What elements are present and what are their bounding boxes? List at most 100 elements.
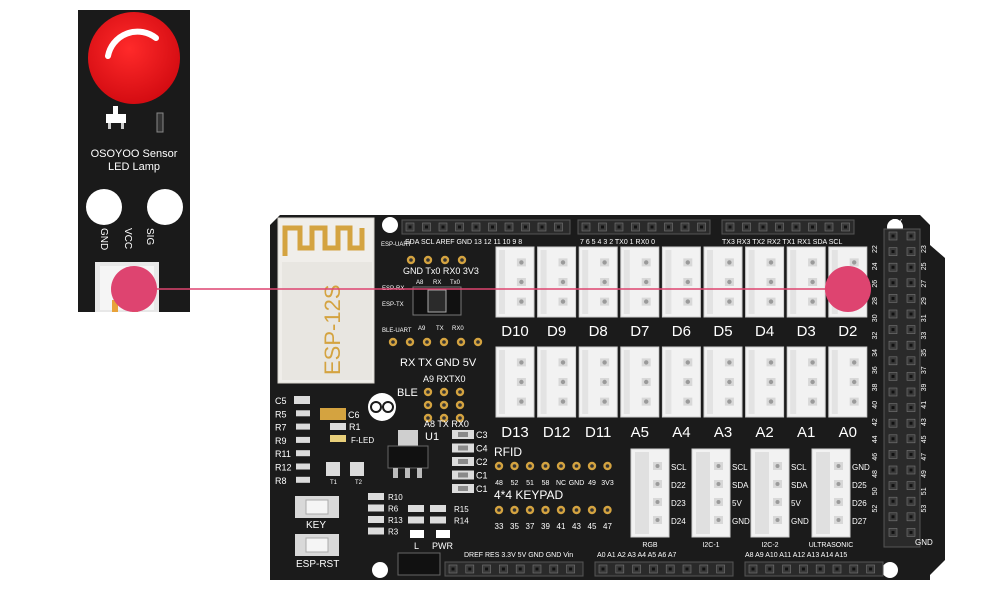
- analog-port-label: A5: [631, 424, 649, 441]
- digital-port-label: D8: [589, 323, 608, 340]
- right-pin-label: 27: [921, 280, 928, 288]
- c6-capacitor: [320, 408, 346, 420]
- port-pin-label: GND: [852, 463, 870, 472]
- key-button[interactable]: [295, 496, 339, 518]
- rfid-pin-label: 49: [588, 480, 596, 487]
- led-highlight: [105, 28, 159, 59]
- right-pin-label: 34: [872, 349, 879, 357]
- top-header-right-labels: TX3 RX3 TX2 RX2 TX1 RX1 SDA SCL: [722, 239, 842, 246]
- bottom-header-pins: [448, 564, 875, 574]
- component-label: R8: [275, 476, 287, 486]
- right-pin-label: 30: [872, 314, 879, 322]
- right-pin-label: 36: [872, 366, 879, 374]
- port-pin-label: 5V: [732, 499, 742, 508]
- pin-label-gnd: GND: [98, 228, 109, 250]
- pin-rx0-label: RX0: [452, 326, 464, 332]
- port-pin-label: D25: [852, 481, 867, 490]
- right-pin-label: 32: [872, 332, 879, 340]
- right-pin-label: 39: [921, 384, 928, 392]
- right-pin-label: 25: [921, 262, 928, 270]
- digital-port-label: D6: [672, 323, 691, 340]
- analog-port-label: D13: [501, 424, 529, 441]
- ble-pins: [388, 337, 483, 347]
- right-pin-label: 47: [921, 453, 928, 461]
- port-name-label: I2C-2: [761, 542, 778, 549]
- wire-endpoint-sig[interactable]: [111, 266, 157, 312]
- right-pin-label: 29: [921, 297, 928, 305]
- right-pin-label: 35: [921, 349, 928, 357]
- keypad-pin-label: 47: [603, 522, 612, 531]
- top-header-right: [721, 219, 855, 235]
- analog-port-label: D12: [543, 424, 571, 441]
- u1-label: U1: [425, 431, 439, 443]
- right-pin-label: 53: [921, 505, 928, 513]
- c6-label: C6: [348, 410, 360, 420]
- port-pin-label: GND: [732, 517, 750, 526]
- pwr-label: PWR: [432, 541, 453, 551]
- top-header-mid: [577, 219, 711, 235]
- rfid-pin-label: GND: [569, 480, 585, 487]
- regulator-u1: [398, 430, 418, 446]
- t1-label: T1: [330, 480, 338, 486]
- power-label: 5V: [892, 218, 902, 227]
- pin-tx0-label: Tx0: [450, 280, 461, 286]
- pin-label-sig: SIG: [144, 228, 155, 245]
- pin-a9-label: A9: [418, 326, 426, 332]
- port-pin-label: SCL: [791, 463, 807, 472]
- wire-endpoint-d2[interactable]: [825, 266, 871, 312]
- pin-a8-label: A8: [416, 280, 424, 286]
- right-pin-label: 43: [921, 418, 928, 426]
- port-pin-label: D26: [852, 499, 867, 508]
- resistor-label: R3: [388, 528, 399, 537]
- analog-port-label: A2: [755, 424, 773, 441]
- port-pin-label: D22: [671, 481, 686, 490]
- esp12s-module: ESP-12S: [277, 217, 375, 384]
- esp-rst-button[interactable]: [295, 534, 339, 556]
- bottom-analog-left-labels: A0 A1 A2 A3 A4 A5 A6 A7: [597, 552, 677, 559]
- transistor-t1: [326, 462, 340, 476]
- ble-uart-label: BLE-UART: [382, 328, 412, 334]
- port-pin-label: SCL: [732, 463, 748, 472]
- esp-tx-label: ESP-TX: [382, 302, 404, 308]
- rfid-pin-label: 3V3: [601, 480, 614, 487]
- right-pin-label: 23: [921, 245, 928, 253]
- rfid-pin-label: 58: [542, 480, 550, 487]
- keypad-pin-label: 43: [572, 522, 581, 531]
- ble-label: BLE: [397, 387, 418, 399]
- right-pin-label: 24: [872, 262, 879, 270]
- top-header-left-labels: SDA SCL AREF GND 13 12 11 10 9 8: [405, 239, 522, 246]
- component-label: R5: [275, 409, 287, 419]
- digital-port-label: D10: [501, 323, 529, 340]
- sensor-shield: ESP-12S SDA SCL AREF GND 13 12 11 10 9 8…: [270, 215, 945, 580]
- led-lamp: [88, 12, 180, 104]
- ble-pins-top: A9 RXTX0: [423, 374, 466, 384]
- right-pin-label: 44: [872, 435, 879, 443]
- analog-port-label: A0: [839, 424, 857, 441]
- component-label: C5: [275, 396, 287, 406]
- rfid-label: RFID: [494, 445, 522, 459]
- right-pin-label: 33: [921, 332, 928, 340]
- keypad-pin-label: 35: [510, 522, 519, 531]
- transistor: [106, 114, 126, 123]
- component-label: R9: [275, 436, 287, 446]
- sensor-title-line1: OSOYOO Sensor: [91, 148, 178, 160]
- capacitor-label: C4: [476, 444, 488, 454]
- digital-port-label: D9: [547, 323, 566, 340]
- led-l: [410, 530, 424, 538]
- port-pin-label: D27: [852, 517, 867, 526]
- capacitor-label: C3: [476, 430, 488, 440]
- mount-hole-right: [147, 189, 183, 225]
- rfid-pin-label: 52: [511, 480, 519, 487]
- esp-rst-button-label: ESP-RST: [296, 559, 339, 570]
- right-pin-label: 46: [872, 453, 879, 461]
- right-pin-header: 2224262830323436384042444648505223252729…: [872, 231, 928, 537]
- uart-header-label: GND Tx0 RX0 3V3: [403, 266, 479, 276]
- mount-hole-left: [86, 189, 122, 225]
- right-pin-label: 37: [921, 366, 928, 374]
- top-header-mid-labels: 7 6 5 4 3 2 TX0 1 RX0 0: [580, 239, 655, 246]
